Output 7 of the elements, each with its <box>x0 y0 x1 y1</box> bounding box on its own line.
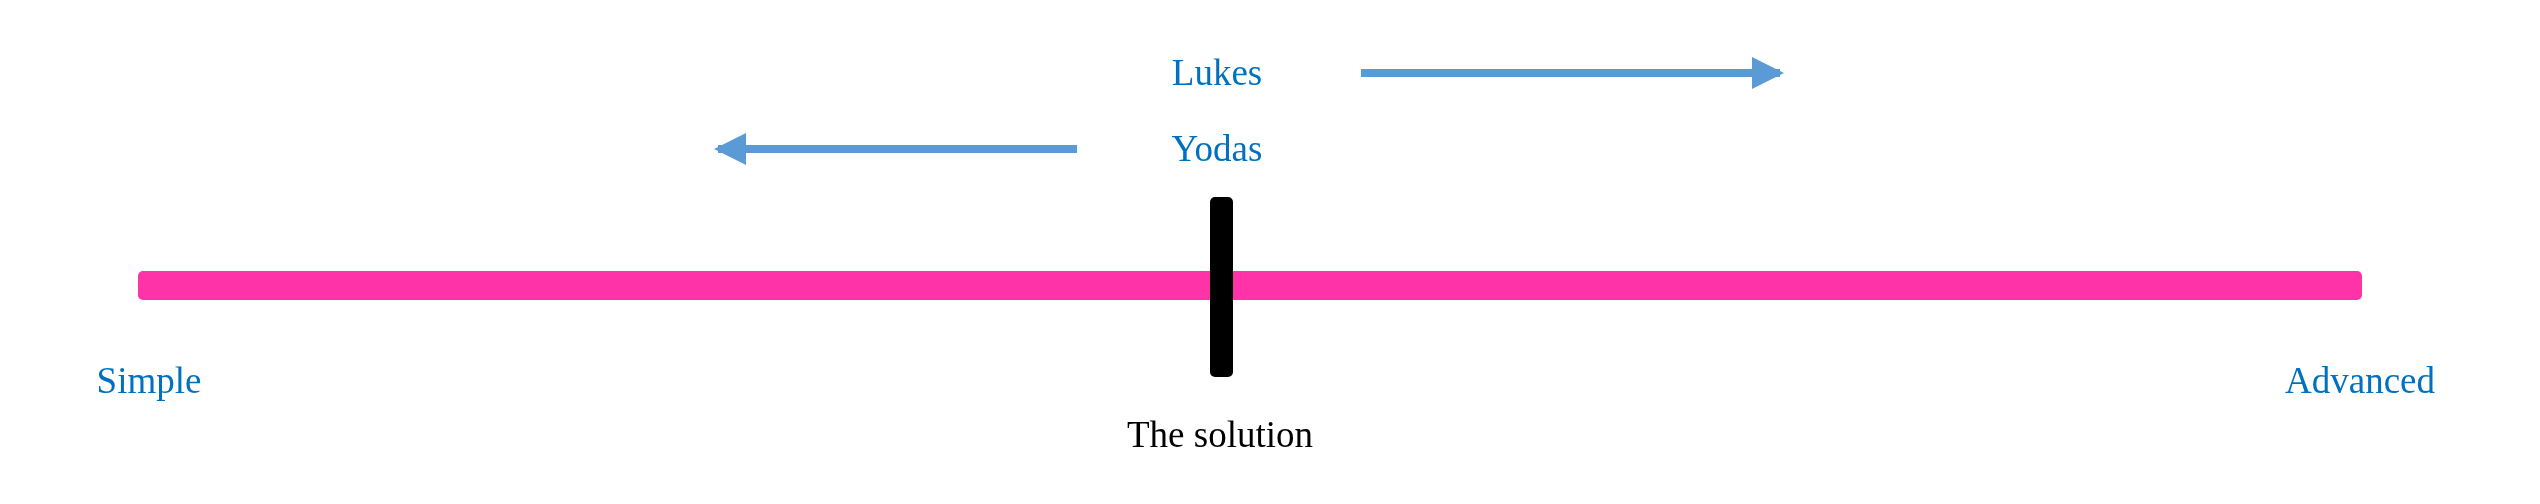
axis-label: Simple <box>96 361 202 399</box>
axis-label: The solution <box>1127 415 1313 453</box>
axis-label: Advanced <box>2285 361 2435 399</box>
axis-label: Yodas <box>1171 129 1263 167</box>
axis-label: Lukes <box>1171 53 1263 91</box>
scale-bar <box>138 271 2362 300</box>
position-marker <box>1210 197 1233 377</box>
